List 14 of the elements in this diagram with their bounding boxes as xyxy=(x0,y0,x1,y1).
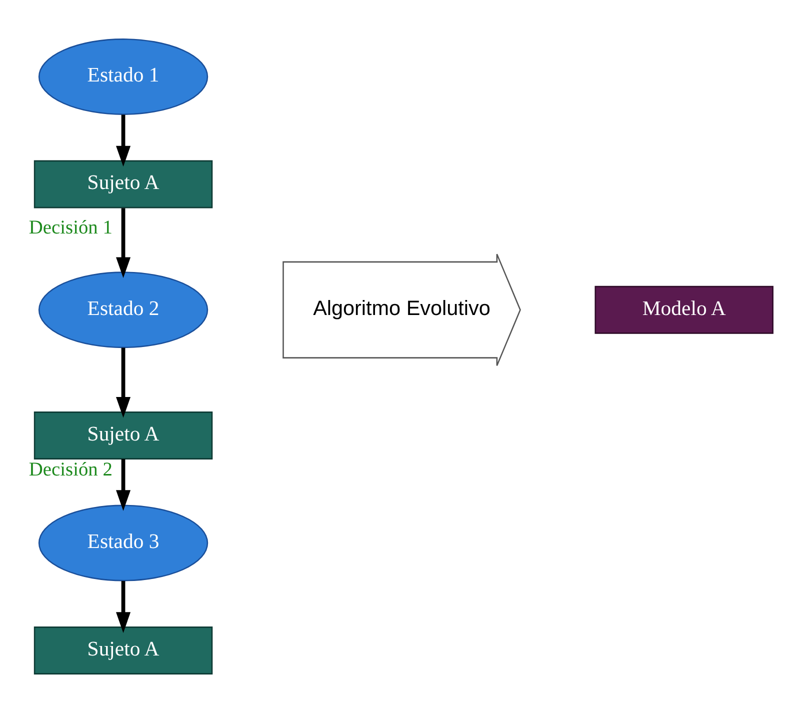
arrow xyxy=(116,348,131,418)
arrow xyxy=(116,208,131,278)
edge-label: Decisión 1 xyxy=(28,217,112,238)
node-box: Sujeto A xyxy=(34,160,213,208)
arrow xyxy=(116,459,131,511)
node-ellipse: Estado 1 xyxy=(38,38,208,115)
arrow xyxy=(116,581,131,633)
edge-label: Decisión 2 xyxy=(28,460,112,481)
arrow xyxy=(116,114,131,167)
node-box: Sujeto A xyxy=(34,626,213,674)
node-box: Modelo A xyxy=(594,286,774,334)
node-box: Sujeto A xyxy=(34,412,213,460)
node-ellipse: Estado 3 xyxy=(38,504,208,582)
node-ellipse: Estado 2 xyxy=(38,272,208,348)
